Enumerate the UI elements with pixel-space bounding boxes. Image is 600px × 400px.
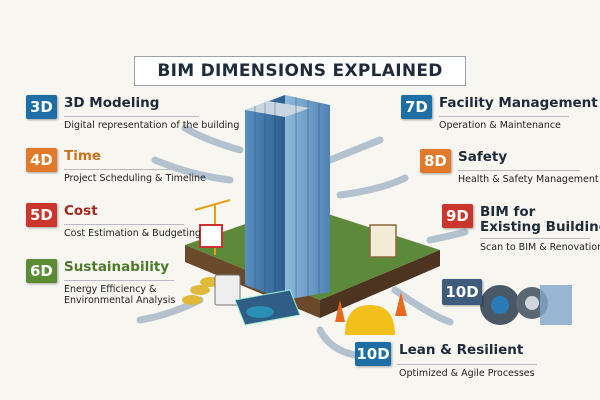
title-10d: Lean & Resilient xyxy=(399,342,524,358)
traffic-cone-icon xyxy=(335,300,345,322)
calculator-icon xyxy=(214,274,241,306)
badge-6d: 6D xyxy=(26,259,57,283)
badge-3d: 3D xyxy=(26,95,57,119)
title-6d: Sustainability xyxy=(64,259,170,275)
title-9d: BIM for xyxy=(480,204,536,220)
title-7d: Facility Management xyxy=(439,95,598,111)
coins-icon xyxy=(182,277,220,305)
title-8d: Safety xyxy=(458,149,508,165)
badge-10d: 10D xyxy=(355,342,391,366)
title-9d-line2: Existing Buildings xyxy=(480,219,600,235)
subtitle-10d: Optimized & Agile Processes xyxy=(399,368,535,379)
hard-hat-icon xyxy=(345,305,395,335)
clipboard-icon xyxy=(369,224,397,258)
badge-10d-gears: 10D xyxy=(442,279,482,305)
title-4d: Time xyxy=(64,148,102,164)
badge-4d: 4D xyxy=(26,148,57,172)
calendar-icon xyxy=(199,224,223,248)
badge-9d: 9D xyxy=(442,204,473,228)
subtitle-5d: Cost Estimation & Budgeting xyxy=(64,228,202,239)
title-5d: Cost xyxy=(64,203,98,219)
traffic-cone-icon-2 xyxy=(395,292,407,316)
subtitle-4d: Project Scheduling & Timeline xyxy=(64,173,206,184)
subtitle-3d: Digital representation of the building xyxy=(64,120,240,131)
subtitle-6d: Energy Efficiency & xyxy=(64,284,157,295)
title-3d: 3D Modeling xyxy=(64,95,160,111)
badge-7d: 7D xyxy=(401,95,432,119)
page-title: BIM DIMENSIONS EXPLAINED xyxy=(134,56,466,86)
pond-icon xyxy=(246,306,274,318)
subtitle-6d-line2: Environmental Analysis xyxy=(64,295,176,306)
subtitle-7d: Operation & Maintenance xyxy=(439,120,561,131)
subtitle-9d: Scan to BIM & Renovation xyxy=(480,242,600,253)
tower-icon xyxy=(245,95,330,300)
gears-icon xyxy=(480,285,572,325)
subtitle-8d: Health & Safety Management xyxy=(458,174,599,185)
badge-8d: 8D xyxy=(420,149,451,173)
badge-5d: 5D xyxy=(26,203,57,227)
